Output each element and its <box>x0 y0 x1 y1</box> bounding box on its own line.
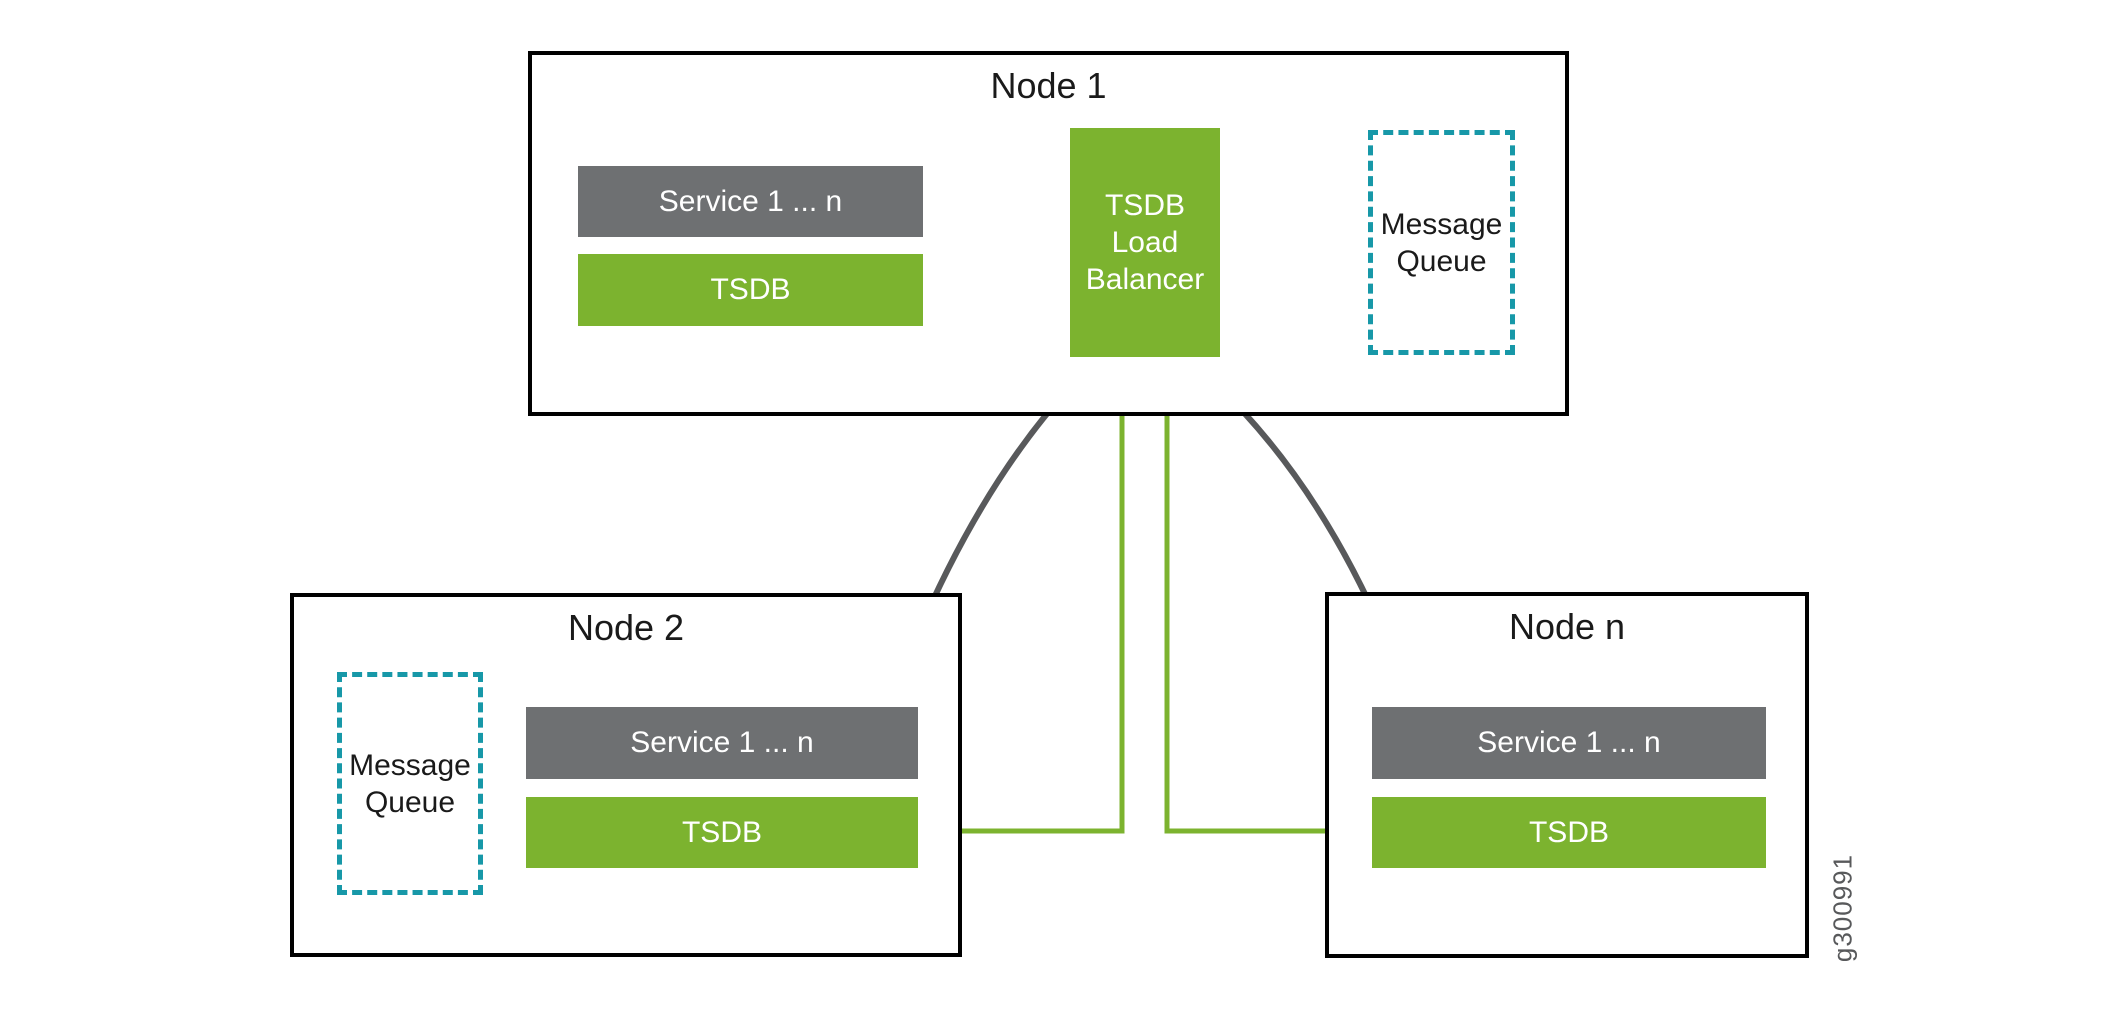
node1-message-queue-box: Message Queue <box>1368 130 1515 355</box>
node2-title: Node 2 <box>567 607 685 648</box>
node1-load-balancer-box: TSDB Load Balancer <box>1070 128 1220 357</box>
node1-service-box: Service 1 ... n <box>578 166 923 237</box>
figure-id-label: g300991 <box>1827 853 1858 963</box>
node2-service-box: Service 1 ... n <box>526 707 918 779</box>
node-n-service-box: Service 1 ... n <box>1372 707 1766 779</box>
node-n-box: Node n Service 1 ... n TSDB <box>1325 592 1809 958</box>
node1-title: Node 1 <box>990 65 1107 106</box>
node-n-tsdb-box: TSDB <box>1372 797 1766 868</box>
node2-box: Node 2 Message Queue Service 1 ... n TSD… <box>290 593 962 957</box>
node-n-title: Node n <box>1508 606 1626 647</box>
node2-message-queue-box: Message Queue <box>337 672 483 895</box>
node2-tsdb-box: TSDB <box>526 797 918 868</box>
node1-box: Node 1 Service 1 ... n TSDB TSDB Load Ba… <box>528 51 1569 416</box>
node1-tsdb-box: TSDB <box>578 254 923 326</box>
